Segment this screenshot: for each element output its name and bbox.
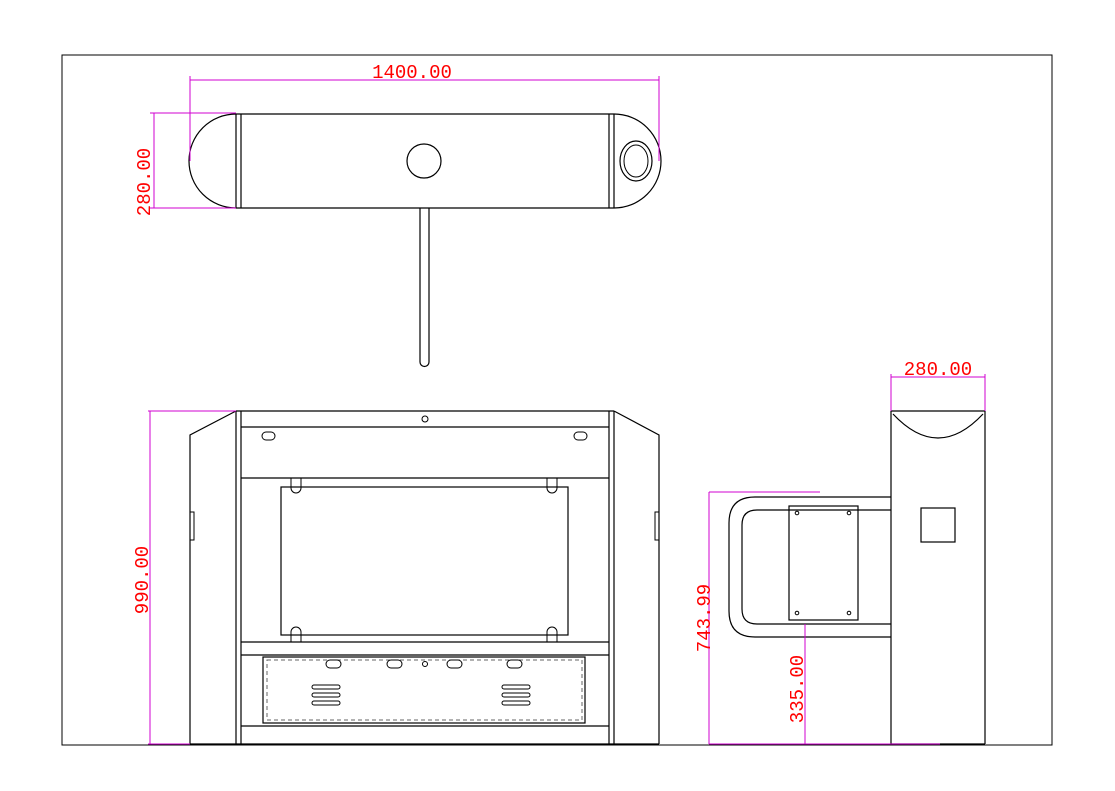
card-reader xyxy=(920,507,956,543)
dimension-top-depth: 280.00 xyxy=(134,148,156,216)
top-view-dimensions xyxy=(150,76,660,209)
end-hole xyxy=(619,140,653,182)
vent-panel xyxy=(266,659,583,721)
dimension-side-width: 280.00 xyxy=(904,359,972,381)
dimension-front-height: 990.00 xyxy=(132,546,154,614)
column-cap xyxy=(892,413,984,439)
side-view xyxy=(728,410,986,745)
arm-top-view xyxy=(419,208,430,368)
front-panel xyxy=(280,486,569,636)
drawing-frame xyxy=(61,54,1053,746)
dimension-side-arm-height: 743.99 xyxy=(694,584,716,652)
dimension-side-arm-bottom: 335.00 xyxy=(787,655,809,723)
swing-arm xyxy=(728,496,891,638)
front-view-dimensions xyxy=(148,410,236,745)
front-view xyxy=(189,410,660,745)
top-view xyxy=(188,113,662,368)
dimension-top-width: 1400.00 xyxy=(372,62,452,84)
mounting-plate xyxy=(788,505,859,621)
side-view-dimensions xyxy=(708,374,986,745)
center-circle xyxy=(406,143,442,179)
